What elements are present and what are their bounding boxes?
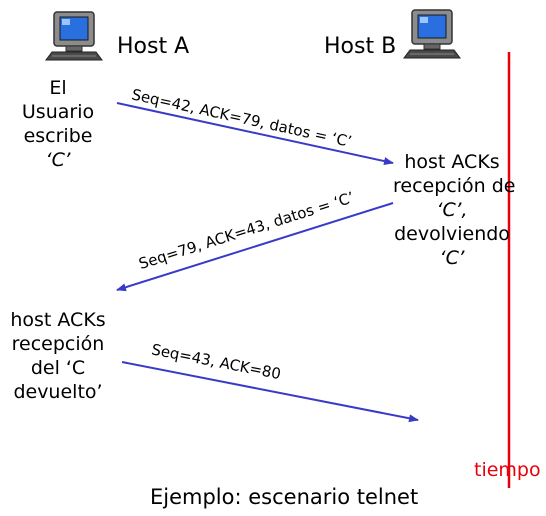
note-line: El: [49, 77, 67, 99]
note-host-b-ack: host ACKs recepción de ‘C’, devolviendo …: [393, 150, 516, 270]
note-line: recepción: [11, 333, 105, 355]
message-arrow-2: [116, 202, 394, 292]
host-b-computer-icon: [403, 9, 461, 59]
note-host-a-ack: host ACKs recepción del ‘C devuelto’: [8, 308, 108, 404]
note-line: host ACKs: [10, 309, 106, 331]
note-line: host ACKs: [404, 151, 500, 173]
timeline-label: tiempo: [474, 459, 541, 481]
note-line: del ‘C: [30, 357, 86, 379]
note-line: devolviendo: [394, 223, 510, 245]
host-b-label: Host B: [324, 34, 397, 59]
note-line: recepción de: [393, 175, 516, 197]
message-arrow-3: [121, 361, 419, 423]
note-line: devuelto’: [13, 381, 103, 403]
host-a-label: Host A: [117, 34, 190, 59]
diagram-caption: Ejemplo: escenario telnet: [150, 485, 419, 509]
note-line: ‘C’,: [436, 199, 468, 221]
note-line: Usuario: [21, 101, 95, 123]
note-line: ‘C’: [45, 149, 71, 171]
note-line: escribe: [23, 125, 93, 147]
note-user-types: El Usuario escribe ‘C’: [10, 76, 106, 172]
note-line: ‘C’: [439, 247, 465, 269]
message-arrow-1: [116, 102, 394, 165]
host-a-computer-icon: [45, 11, 103, 61]
